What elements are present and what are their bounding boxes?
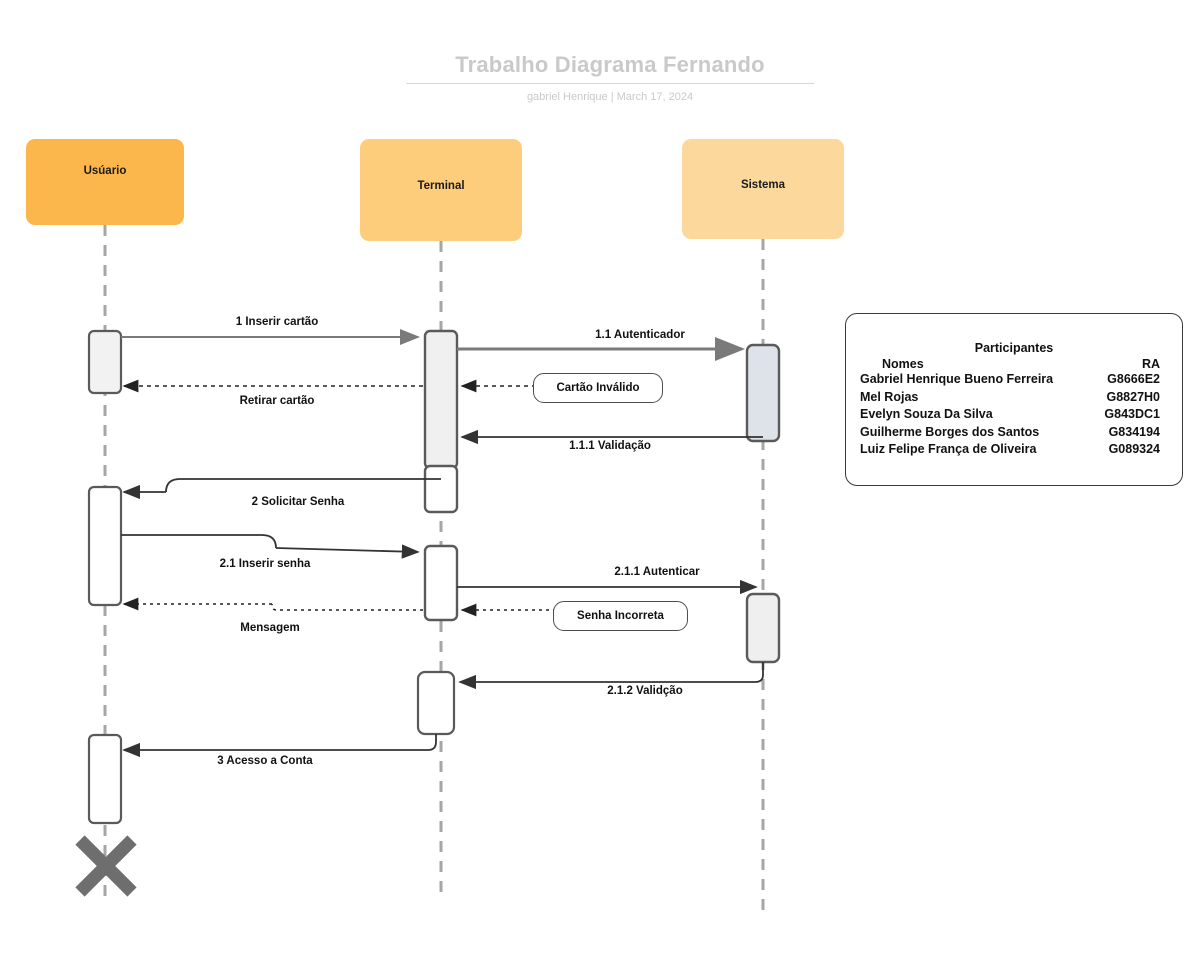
message-elbow-mensagem xyxy=(271,603,423,611)
lifeline-label-sistema: Sistema xyxy=(740,179,786,191)
lifeline-header-usuario[interactable]: Usúario xyxy=(26,139,184,225)
message-arrow-21 xyxy=(275,544,420,559)
lifeline-header-sistema[interactable]: Sistema xyxy=(682,139,844,239)
message-label-2: 2 Solicitar Senha xyxy=(251,496,345,508)
participant-name: Evelyn Souza Da Silva xyxy=(860,407,993,421)
participants-title: Participantes xyxy=(974,341,1054,355)
table-row: Guilherme Borges dos Santos G834194 xyxy=(846,424,1182,442)
participant-ra: G8827H0 xyxy=(1106,389,1160,404)
activation-terminal-1 xyxy=(423,329,459,470)
message-label-111: 1.1.1 Validação xyxy=(569,440,651,452)
lifeline-label-usuario: Usúario xyxy=(83,165,127,177)
participants-header-row: Nomes RA xyxy=(846,355,1182,371)
participant-ra: G834194 xyxy=(1108,424,1160,439)
message-label-11: 1.1 Autenticador xyxy=(595,329,685,341)
activation-terminal-2 xyxy=(423,464,459,514)
message-label-retirar-cartao: Retirar cartão xyxy=(239,395,315,407)
participant-name: Luiz Felipe França de Oliveira xyxy=(860,442,1037,456)
activation-sistema-2 xyxy=(745,592,781,664)
message-elbow-2 xyxy=(165,478,441,493)
participants-col-name: Nomes xyxy=(882,357,924,371)
participants-panel: Participantes Nomes RA Gabriel Henrique … xyxy=(845,313,1183,486)
table-row: Luiz Felipe França de Oliveira G089324 xyxy=(846,441,1182,459)
message-label-21: 2.1 Inserir senha xyxy=(219,558,311,570)
message-arrow-3 xyxy=(122,734,437,758)
participants-col-ra: RA xyxy=(1141,357,1160,371)
message-label-212: 2.1.2 Validção xyxy=(607,685,683,697)
note-senha-incorreta[interactable]: Senha Incorreta xyxy=(553,601,688,631)
message-label-3: 3 Acesso a Conta xyxy=(217,755,313,767)
note-cartao-invalido-text: Cartão Inválido xyxy=(556,382,640,394)
message-arrow-212 xyxy=(458,662,764,690)
table-row: Gabriel Henrique Bueno Ferreira G8666E2 xyxy=(846,371,1182,389)
title-divider xyxy=(406,83,814,84)
message-elbow-21a xyxy=(121,534,277,549)
message-label-mensagem: Mensagem xyxy=(240,622,300,634)
message-label-211: 2.1.1 Autenticar xyxy=(614,566,700,578)
table-row: Evelyn Souza Da Silva G843DC1 xyxy=(846,406,1182,424)
page-title: Trabalho Diagrama Fernando xyxy=(455,52,765,77)
lifeline-header-terminal[interactable]: Terminal xyxy=(360,139,522,241)
note-senha-incorreta-text: Senha Incorreta xyxy=(577,610,664,622)
participant-ra: G8666E2 xyxy=(1107,372,1160,386)
note-cartao-invalido[interactable]: Cartão Inválido xyxy=(533,373,663,403)
lifeline-label-terminal: Terminal xyxy=(417,180,465,192)
participant-name: Mel Rojas xyxy=(860,389,919,404)
activation-usuario-2 xyxy=(87,485,123,607)
participant-name: Gabriel Henrique Bueno Ferreira xyxy=(860,372,1054,386)
page-subtitle: gabriel Henrique | March 17, 2024 xyxy=(526,91,694,103)
activation-usuario-1 xyxy=(87,329,123,395)
message-label-1: 1 Inserir cartão xyxy=(235,316,319,328)
table-row: Mel Rojas G8827H0 xyxy=(846,389,1182,407)
activation-terminal-4 xyxy=(416,670,456,736)
participant-name: Guilherme Borges dos Santos xyxy=(860,424,1040,439)
activation-usuario-3 xyxy=(87,733,123,825)
participant-ra: G843DC1 xyxy=(1104,407,1160,421)
participant-ra: G089324 xyxy=(1108,442,1160,456)
title-block: Trabalho Diagrama Fernando gabriel Henri… xyxy=(400,52,820,103)
activation-sistema-1 xyxy=(745,343,781,443)
activation-terminal-3 xyxy=(423,544,459,622)
lifeline-terminator-x-icon xyxy=(75,835,137,897)
